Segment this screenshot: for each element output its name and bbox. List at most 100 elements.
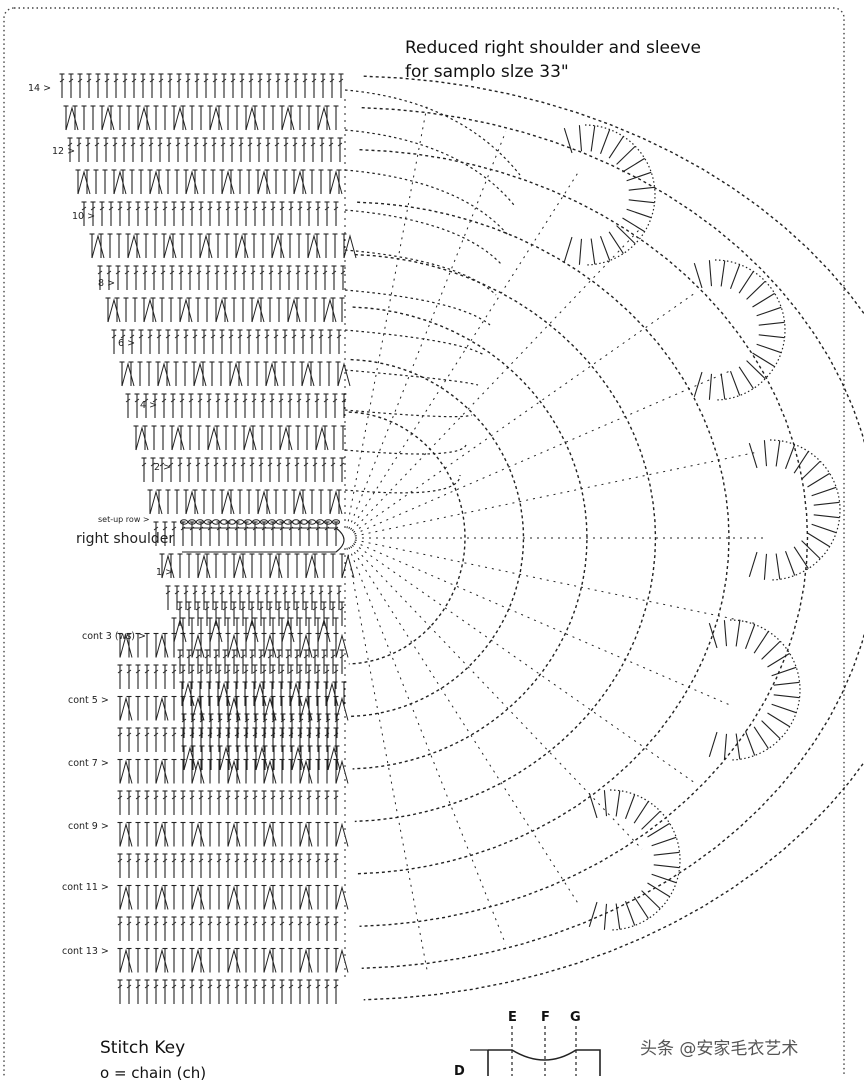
stitch-v (264, 951, 276, 973)
sleeve-spoke (351, 546, 579, 904)
stitch-v (344, 236, 356, 258)
schematic-letter-f: F (541, 1010, 550, 1025)
scallop-stitch (642, 811, 661, 829)
scallop-stitch (694, 372, 702, 397)
connecting-chain (345, 330, 484, 355)
stitch-v (128, 236, 140, 258)
scallop-stitch (749, 552, 757, 577)
scallop-stitch (654, 865, 680, 868)
sleeve-chain-arc (364, 76, 864, 1000)
stitch-v (316, 428, 328, 450)
scallop-stitch (601, 236, 610, 260)
scallop-stitch (591, 239, 595, 265)
scallop-stitch (731, 264, 740, 288)
row-label-cont-9: cont 9 > (68, 821, 109, 832)
stitch-v (158, 364, 170, 386)
scallop-stitch (754, 631, 768, 653)
right-shoulder-label: right shoulder (76, 531, 174, 547)
scallop-stitch (802, 541, 821, 559)
connecting-chain (345, 130, 514, 205)
scallop-stitch (749, 443, 757, 468)
stitch-v (336, 762, 348, 784)
stitch-v (308, 236, 320, 258)
stitch-v (246, 108, 258, 130)
stitch-v (228, 825, 240, 847)
sleeve-spoke (353, 544, 694, 783)
scallop-stitch (694, 263, 702, 288)
stitch-v (244, 428, 256, 450)
row-label-cont-5: cont 5 > (68, 695, 109, 706)
row-label-6: 6 > (118, 338, 135, 349)
stitch-v (222, 172, 234, 194)
scallop-stitch (629, 200, 655, 203)
scallop-stitch (764, 554, 766, 580)
stitch-key-chain: o = chain (ch) (100, 1064, 206, 1082)
stitch-v (156, 951, 168, 973)
stitch-v (228, 951, 240, 973)
scallop-stitch (626, 794, 635, 818)
scallop-stitch (774, 695, 800, 698)
chart-title-line-2: for samplo slze 33" (405, 60, 701, 84)
stitch-v (156, 699, 168, 721)
stitch-v (120, 951, 132, 973)
stitch-v (330, 492, 342, 514)
scallop-stitch (754, 727, 768, 749)
scallop-stitch (617, 146, 636, 164)
schematic-letter-e: E (508, 1010, 517, 1025)
stitch-v (230, 364, 242, 386)
row-label-cont-13: cont 13 > (62, 946, 109, 957)
stitch-v (156, 762, 168, 784)
sleeve-spoke (351, 172, 579, 530)
row-label-12: 12 > (52, 146, 75, 157)
scallop-stitch (616, 791, 620, 817)
stitch-v (318, 108, 330, 130)
connecting-chain (345, 410, 472, 417)
sleeve-spoke (354, 370, 733, 535)
scallop-stitch (759, 335, 785, 338)
stitch-v (192, 951, 204, 973)
stitch-v (198, 556, 210, 578)
scallop-stitch (762, 721, 781, 739)
stitch-v (264, 825, 276, 847)
stitch-v (288, 300, 300, 322)
scallop-stitch (736, 621, 740, 647)
row-label-cont-7: cont 7 > (68, 758, 109, 769)
sleeve-spoke (353, 294, 694, 533)
scallop-stitch (601, 129, 610, 153)
stitch-v (252, 300, 264, 322)
scallop-stitch (814, 502, 840, 505)
scallop-stitch (768, 713, 790, 727)
scallop-stitch (746, 624, 755, 648)
sleeve-chain-arc (355, 255, 656, 822)
scallop-stitch (709, 374, 711, 400)
scallop-stitch (812, 487, 837, 495)
stitch-v (302, 364, 314, 386)
stitch-v (120, 762, 132, 784)
scallop-stitch (786, 551, 795, 575)
stitch-v (306, 556, 318, 578)
scallop-stitch (764, 440, 766, 466)
stitch-v (300, 951, 312, 973)
scallop-stitch (753, 293, 775, 307)
row-label-2: 2 > (154, 462, 171, 473)
scallop-stitch (739, 271, 753, 293)
scallop-stitch (564, 128, 572, 153)
stitch-v (200, 236, 212, 258)
scallop-stitch (753, 353, 775, 367)
scallop-stitch (623, 218, 645, 232)
scallop-edge (585, 125, 655, 265)
stitch-v (156, 825, 168, 847)
row-label-10: 10 > (72, 211, 95, 222)
stitch-v (330, 172, 342, 194)
stitch-v (114, 172, 126, 194)
connecting-chain (345, 210, 502, 265)
stitch-v (272, 236, 284, 258)
stitch-v (120, 825, 132, 847)
stitch-v (150, 172, 162, 194)
stitch-v (194, 364, 206, 386)
stitch-v (216, 300, 228, 322)
scallop-stitch (627, 209, 652, 217)
row-label-14: 14 > (28, 83, 51, 94)
scallop-stitch (709, 732, 717, 757)
